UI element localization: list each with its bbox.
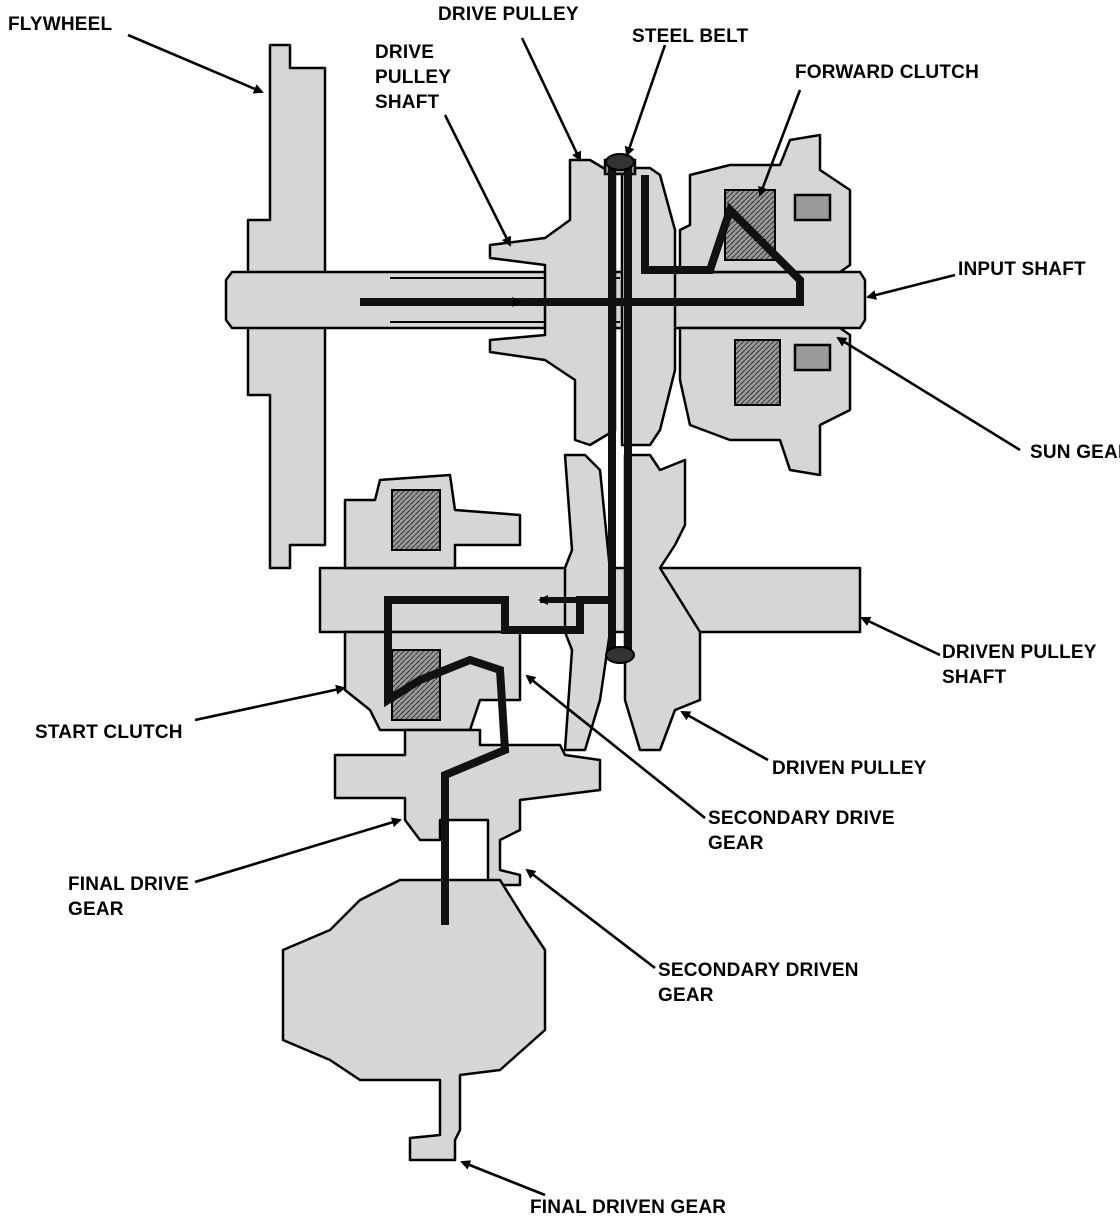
leader-final-driven-gear	[460, 1160, 546, 1197]
label-secondary-driven-gear-line1: SECONDARY DRIVEN	[658, 960, 859, 981]
label-secondary-drive-gear: SECONDARY DRIVE GEAR	[708, 806, 895, 856]
label-secondary-driven-gear: SECONDARY DRIVEN GEAR	[658, 958, 859, 1008]
label-start-clutch: START CLUTCH	[35, 722, 183, 743]
leader-lines	[127, 33, 1021, 1197]
leader-flywheel	[127, 33, 264, 94]
leader-driven-pulley	[680, 710, 769, 762]
label-final-driven-gear: FINAL DRIVEN GEAR	[530, 1197, 727, 1218]
leader-drive-pulley	[520, 37, 582, 162]
leader-steel-belt	[624, 44, 667, 157]
power-flow-path	[360, 175, 804, 925]
secondary-gears-part	[333, 728, 602, 887]
label-secondary-driven-gear-line2: GEAR	[658, 985, 714, 1006]
leader-drive-pulley-shaft	[443, 114, 512, 247]
leader-driven-pulley-shaft	[860, 616, 941, 657]
leader-forward-clutch	[758, 89, 802, 197]
label-drive-pulley-shaft-line1: DRIVE	[375, 42, 435, 63]
label-drive-pulley: DRIVE PULLEY	[438, 4, 579, 25]
leader-secondary-driven-gear	[525, 868, 656, 970]
leader-sun-gear	[836, 336, 1021, 452]
steel-belt-part	[605, 153, 635, 664]
label-drive-pulley-shaft-line3: SHAFT	[375, 92, 440, 113]
label-forward-clutch: FORWARD CLUTCH	[795, 62, 979, 83]
label-secondary-drive-gear-line2: GEAR	[708, 833, 764, 854]
label-secondary-drive-gear-line1: SECONDARY DRIVE	[708, 808, 895, 829]
label-driven-pulley: DRIVEN PULLEY	[772, 758, 927, 779]
label-flywheel: FLYWHEEL	[8, 14, 113, 35]
label-drive-pulley-shaft: DRIVE PULLEY SHAFT	[375, 40, 451, 115]
leader-final-drive-gear	[194, 817, 402, 884]
label-drive-pulley-shaft-line2: PULLEY	[375, 67, 452, 88]
label-driven-pulley-shaft: DRIVEN PULLEY SHAFT	[942, 640, 1097, 690]
differential-part	[281, 878, 547, 1162]
label-driven-pulley-shaft-line1: DRIVEN PULLEY	[942, 642, 1097, 663]
label-final-drive-gear: FINAL DRIVE GEAR	[68, 872, 189, 922]
label-sun-gear: SUN GEAR	[1030, 442, 1120, 463]
label-final-drive-gear-line2: GEAR	[68, 899, 124, 920]
leader-input-shaft	[866, 273, 956, 300]
label-driven-pulley-shaft-line2: SHAFT	[942, 667, 1007, 688]
leader-start-clutch	[194, 684, 346, 722]
label-input-shaft: INPUT SHAFT	[958, 259, 1086, 280]
label-final-drive-gear-line1: FINAL DRIVE	[68, 874, 190, 895]
label-steel-belt: STEEL BELT	[632, 26, 749, 47]
leader-secondary-drive-gear	[525, 674, 706, 820]
